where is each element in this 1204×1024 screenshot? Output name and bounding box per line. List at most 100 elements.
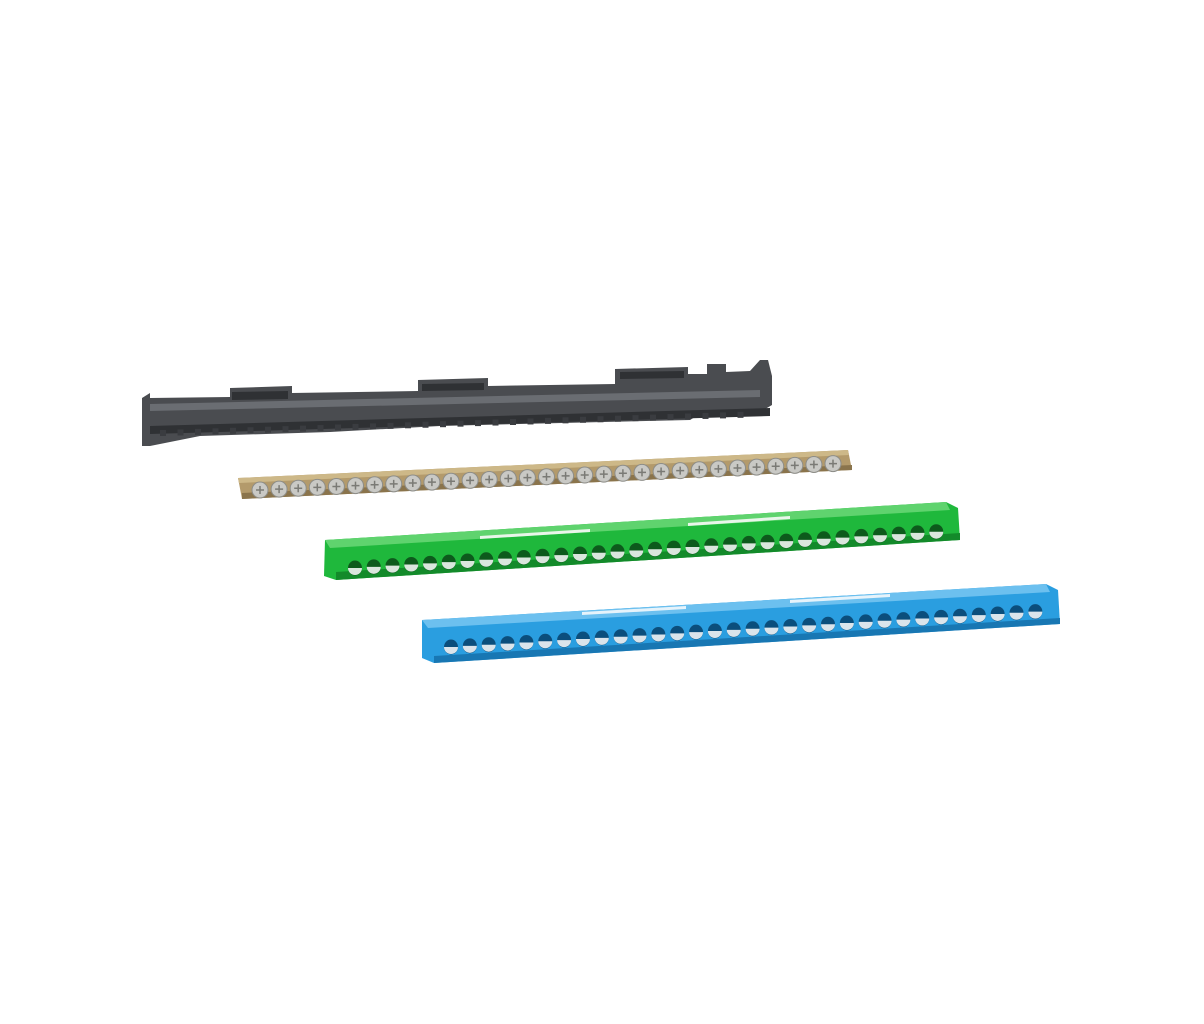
hole-reflection (858, 621, 873, 629)
hole-reflection (385, 565, 400, 573)
screw-slot (447, 477, 455, 486)
hole-reflection (500, 643, 515, 651)
screw-slot (313, 483, 322, 492)
rail-rib (685, 413, 691, 420)
brass-terminal-strip (238, 450, 852, 499)
hole-reflection (441, 562, 456, 570)
hole-reflection (707, 631, 722, 639)
hole-reflection (404, 564, 419, 572)
hole-reflection (573, 553, 587, 561)
screw-slot (408, 478, 417, 487)
hole-reflection (726, 629, 741, 637)
hole-reflection (610, 551, 625, 559)
hole-reflection (915, 618, 930, 626)
hole-reflection (783, 626, 798, 634)
rail-rib (475, 420, 481, 427)
hole-reflection (723, 544, 738, 552)
screw-slot (466, 476, 475, 485)
hole-reflection (952, 616, 967, 624)
hole-reflection (760, 542, 775, 550)
hole-reflection (666, 548, 681, 556)
hole-reflection (854, 536, 869, 544)
screw-slot (790, 461, 799, 470)
rail-rib (632, 415, 639, 422)
hole-reflection (910, 532, 925, 540)
rail-rib (440, 421, 446, 428)
screw-slot (389, 479, 398, 488)
rail-rib (335, 424, 341, 431)
rail-rib (562, 417, 569, 424)
hole-reflection (835, 537, 850, 545)
rail-rib (265, 426, 271, 433)
hole-reflection (1009, 612, 1024, 620)
screw-slot (523, 473, 532, 482)
screw-slot (676, 466, 685, 475)
screw-slot (752, 463, 761, 472)
hole-reflection (594, 637, 609, 645)
rail-rib (422, 421, 429, 428)
screw-slot (294, 484, 303, 493)
hole-reflection (629, 550, 644, 558)
hole-reflection (891, 534, 906, 542)
hole-reflection (557, 640, 572, 648)
hole-reflection (575, 639, 590, 647)
hole-reflection (516, 557, 531, 565)
hole-reflection (366, 566, 381, 574)
green-terminal-cover (324, 502, 960, 580)
hole-reflection (877, 620, 892, 628)
hole-reflection (423, 563, 437, 571)
hole-reflection (971, 615, 986, 623)
rail-rib (702, 412, 709, 419)
rail-rib (615, 415, 621, 422)
rail-rib (737, 411, 744, 418)
screw-slot (733, 464, 742, 472)
rail-rib (580, 416, 586, 423)
rail-rib (405, 422, 411, 429)
support-rail (142, 360, 772, 446)
hole-reflection (685, 546, 700, 554)
hole-reflection (821, 624, 836, 632)
screw-slot (351, 481, 360, 490)
screw-slot (275, 485, 284, 494)
rail-rib (230, 427, 236, 434)
hole-reflection (873, 535, 887, 543)
screw-slot (809, 460, 818, 469)
screw-slot (829, 459, 837, 468)
hole-reflection (896, 619, 911, 627)
screw-slot (695, 465, 704, 474)
rail-rib (247, 427, 254, 434)
hole-reflection (535, 556, 550, 564)
hole-reflection (839, 623, 854, 631)
hole-reflection (779, 541, 794, 549)
hole-reflection (479, 559, 494, 567)
hole-reflection (990, 613, 1005, 621)
screw-slot (561, 471, 570, 480)
hole-reflection (1028, 611, 1043, 619)
hole-reflection (519, 642, 534, 650)
rail-rib (352, 423, 359, 430)
rail-rib (667, 414, 674, 421)
screw-slot (599, 470, 608, 479)
screw-slot (638, 468, 646, 477)
screw-slot (427, 478, 436, 487)
hole-reflection (798, 539, 812, 547)
screw-slot (504, 474, 513, 483)
rail-rib (457, 420, 464, 427)
blue-terminal-cover (422, 584, 1060, 663)
rail-rib (300, 425, 306, 432)
hole-reflection (670, 633, 685, 641)
hole-reflection (745, 628, 760, 636)
rail-rib (492, 419, 499, 426)
hole-reflection (764, 627, 779, 635)
hole-reflection (498, 558, 512, 566)
rail-rib (195, 428, 201, 435)
rail-rib (545, 417, 551, 424)
rail-rib (370, 423, 376, 430)
hole-reflection (538, 641, 553, 649)
rail-rib (650, 414, 656, 421)
hole-reflection (460, 560, 475, 568)
hole-reflection (802, 625, 817, 633)
hole-reflection (348, 568, 362, 575)
